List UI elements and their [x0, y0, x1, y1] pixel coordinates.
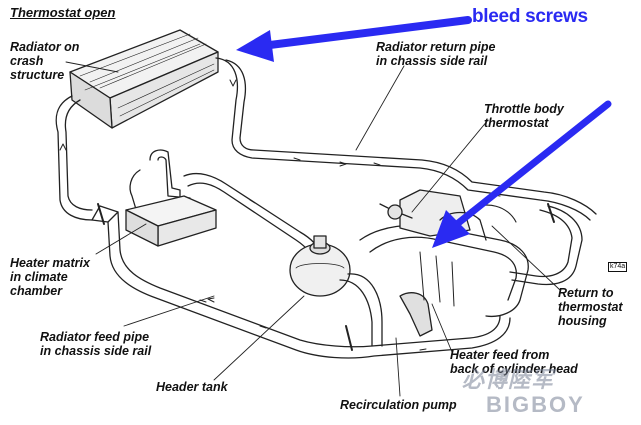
bleed-screws-label: bleed screws	[472, 6, 588, 27]
label-radiator: Radiator on crash structure	[10, 40, 80, 82]
bleed-arrow-lower	[432, 100, 612, 248]
flow-arrows	[59, 79, 347, 303]
label-header-tank: Header tank	[156, 380, 228, 394]
label-heater-feed: Heater feed from back of cylinder head	[450, 348, 578, 376]
pipe-clamps	[97, 203, 555, 351]
label-feed-pipe: Radiator feed pipe in chassis side rail	[40, 330, 152, 358]
label-heater-matrix: Heater matrix in climate chamber	[10, 256, 90, 298]
radiator	[69, 29, 219, 129]
bleed-arrow-upper	[236, 16, 472, 62]
engine-block	[359, 189, 583, 337]
radiator-return-pipe	[215, 57, 597, 221]
heater-matrix	[125, 195, 217, 247]
label-recirculation-pump: Recirculation pump	[340, 398, 457, 412]
label-return-housing: Return to thermostat housing	[558, 286, 623, 328]
label-return-pipe: Radiator return pipe in chassis side rai…	[376, 40, 496, 68]
watermark-bigboy: BIGBOY	[486, 392, 585, 417]
leader-lines	[65, 61, 561, 397]
watermark-chinese: 必博陸军	[462, 368, 555, 393]
header-tank	[289, 235, 383, 347]
figure-reference: k74a	[608, 262, 628, 272]
diagram-title: Thermostat open	[10, 5, 116, 20]
label-throttle-body: Throttle body thermostat	[484, 102, 564, 130]
bleed-arrows	[236, 16, 612, 248]
